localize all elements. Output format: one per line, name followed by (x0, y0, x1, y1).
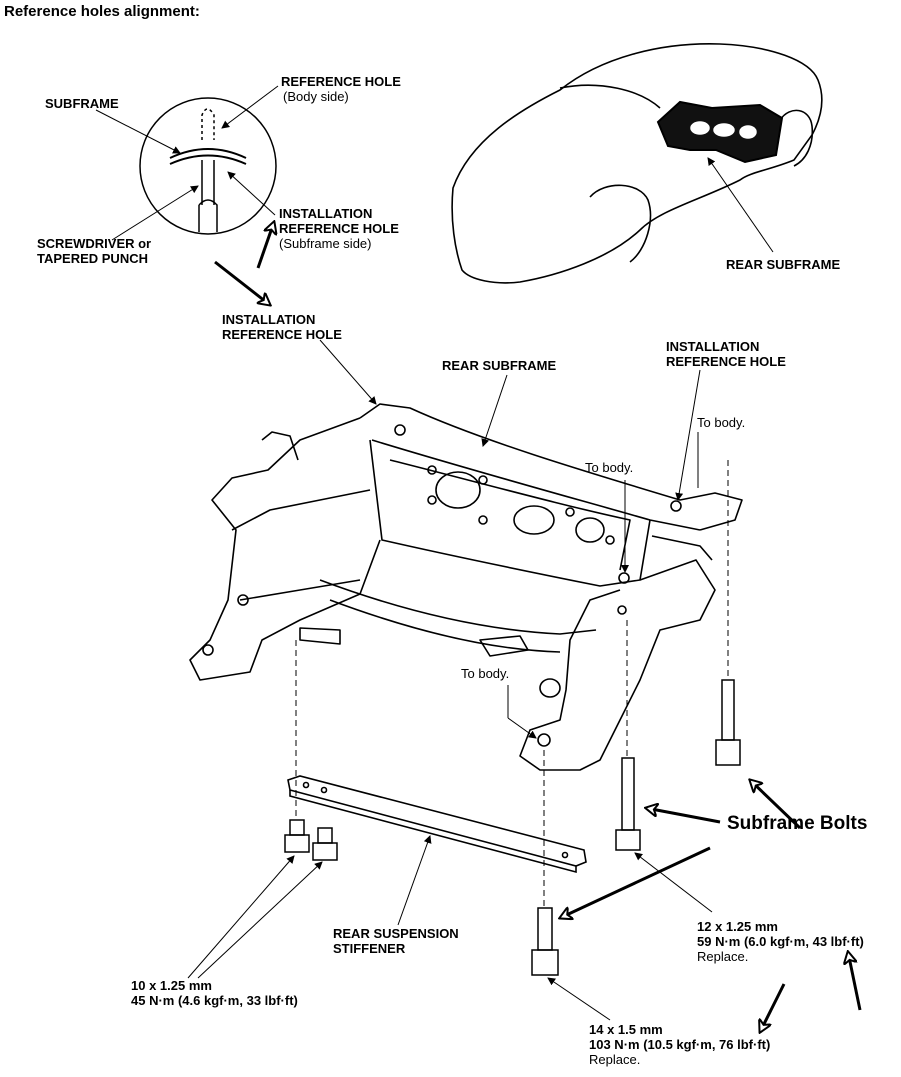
label-to-body-lower: To body. (461, 666, 510, 681)
spec-big-torque: 103 N·m (10.5 kgf·m, 76 lbf·ft) (589, 1037, 771, 1052)
detail-circle (139, 97, 277, 235)
label-inst-ref-right-2: REFERENCE HOLE (666, 354, 786, 369)
label-subframe-bolts: Subframe Bolts (727, 813, 868, 834)
spec-mid-note: Replace. (697, 949, 749, 964)
label-inst-ref-left-2: REFERENCE HOLE (222, 327, 342, 342)
label-inst-ref-subframe-2: REFERENCE HOLE (279, 221, 399, 236)
annotation-arrows (214, 222, 862, 1032)
label-inst-ref-subframe-1: INSTALLATION (279, 206, 373, 221)
rear-subframe-drawing (189, 403, 743, 771)
label-rear-subframe-car: REAR SUBFRAME (726, 257, 841, 272)
label-stiffener-1: REAR SUSPENSION (333, 926, 459, 941)
label-screwdriver-1: SCREWDRIVER or (37, 236, 152, 251)
label-stiffener-2: STIFFENER (333, 941, 406, 956)
label-ref-hole-body: REFERENCE HOLE (281, 74, 401, 89)
spec-mid-torque: 59 N·m (6.0 kgf·m, 43 lbf·ft) (697, 934, 864, 949)
bolts (284, 679, 741, 976)
page-title: Reference holes alignment: (4, 3, 200, 20)
label-to-body-center: To body. (585, 460, 634, 475)
label-screwdriver-2: TAPERED PUNCH (37, 251, 148, 266)
spec-big-size: 14 x 1.5 mm (589, 1022, 663, 1037)
label-subframe: SUBFRAME (45, 96, 119, 111)
spec-big-note: Replace. (589, 1052, 641, 1067)
label-inst-ref-right-1: INSTALLATION (666, 339, 760, 354)
label-ref-hole-body-note: (Body side) (283, 89, 349, 104)
spec-mid-size: 12 x 1.25 mm (697, 919, 778, 934)
leader-lines (95, 85, 774, 1021)
label-rear-subframe-main: REAR SUBFRAME (442, 358, 557, 373)
car-outline (451, 43, 823, 284)
spec-small-size: 10 x 1.25 mm (131, 978, 212, 993)
label-inst-ref-subframe-3: (Subframe side) (279, 236, 372, 251)
label-inst-ref-left-1: INSTALLATION (222, 312, 316, 327)
spec-small-torque: 45 N·m (4.6 kgf·m, 33 lbf·ft) (131, 993, 298, 1008)
alignment-lines (295, 460, 729, 908)
stiffener-bar (287, 775, 587, 874)
label-to-body-right: To body. (697, 415, 746, 430)
